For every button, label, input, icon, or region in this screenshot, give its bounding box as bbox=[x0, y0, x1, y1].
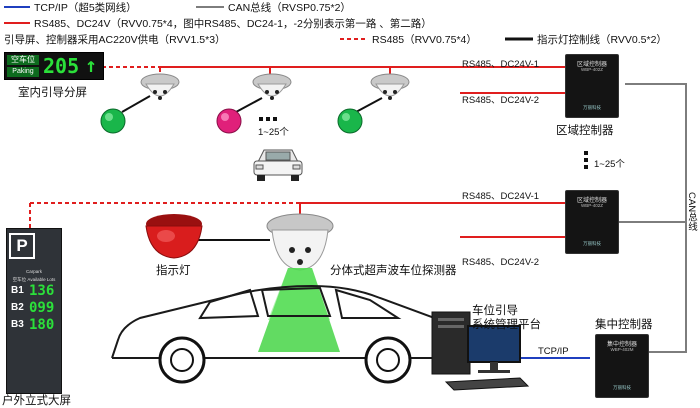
indoor-screen-caption: 室内引导分屏 bbox=[18, 87, 87, 99]
detector-2 bbox=[252, 73, 292, 100]
platform-label-1: 车位引导 bbox=[472, 305, 518, 317]
indoor-screen-label-top: 空车位 bbox=[7, 55, 39, 65]
rs-label-1: RS485、DC24V-1 bbox=[462, 59, 540, 70]
rs-label-2: RS485、DC24V-2 bbox=[462, 95, 540, 106]
zone-controller-1: 区域控制器 WBP-402Z 万丽科技 bbox=[565, 54, 619, 118]
rs-label-4: RS485、DC24V-2 bbox=[462, 257, 540, 268]
outdoor-screen: P Carpark 空车位 Available Lots B1 136 B2 0… bbox=[6, 228, 62, 394]
central-controller-model: WBP-402M bbox=[610, 347, 634, 352]
range-label-b: 1~25个 bbox=[594, 159, 625, 170]
outdoor-row-2-floor: B2 bbox=[11, 302, 24, 313]
indicator-caption: 指示灯 bbox=[156, 265, 191, 277]
outdoor-header: 空车位 Available Lots bbox=[12, 277, 56, 282]
zone-controller-2-model: WBP-402Z bbox=[580, 203, 603, 208]
detector-1 bbox=[140, 73, 180, 100]
outdoor-sub: Carpark bbox=[25, 269, 42, 274]
detector-3 bbox=[370, 73, 410, 100]
central-controller: 集中控制器 WBP-402M 万丽科技 bbox=[595, 334, 649, 398]
detector-caption: 分体式超声波车位探测器 bbox=[330, 265, 457, 277]
range-label-a: 1~25个 bbox=[258, 127, 289, 138]
small-car-icon bbox=[253, 149, 303, 181]
outdoor-row-3-value: 180 bbox=[29, 317, 55, 333]
zone-controller-2-brand: 万丽科技 bbox=[583, 241, 601, 246]
legend-rs485-dc24: RS485、DC24V（RVV0.75*4，图中RS485、DC24-1，-2分… bbox=[34, 18, 432, 30]
can-bus-label: CAN总线 bbox=[686, 192, 697, 232]
zone-controller-1-model: WBP-402Z bbox=[580, 67, 603, 72]
indoor-screen-count: 205 bbox=[43, 54, 80, 78]
central-controller-brand: 万丽科技 bbox=[613, 385, 631, 390]
outdoor-row-1-value: 136 bbox=[29, 283, 55, 299]
legend-indicator: 指示灯控制线（RVV0.5*2） bbox=[537, 34, 667, 46]
indoor-screen-label-bottom: Paking bbox=[7, 67, 39, 77]
outdoor-screen-caption: 户外立式大屏 bbox=[2, 395, 71, 407]
big-detector bbox=[266, 213, 334, 271]
zone-controller-2-title: 区域控制器 bbox=[576, 198, 607, 204]
zone-controller-caption: 区域控制器 bbox=[556, 125, 614, 137]
tcpip-label: TCP/IP bbox=[538, 346, 569, 357]
legend-power: 引导屏、控制器采用AC220V供电（RVV1.5*3） bbox=[4, 34, 226, 46]
zone-controller-1-title: 区域控制器 bbox=[576, 62, 607, 68]
central-controller-caption: 集中控制器 bbox=[595, 319, 653, 331]
legend-can: CAN总线（RVSP0.75*2） bbox=[228, 2, 351, 14]
indoor-screen: 空车位 Paking 205 ↑ bbox=[4, 52, 104, 80]
parking-p-icon: P bbox=[9, 233, 35, 259]
outdoor-row-3-floor: B3 bbox=[11, 319, 24, 330]
zone-controller-1-brand: 万丽科技 bbox=[583, 105, 601, 110]
platform-label-2: 系统管理平台 bbox=[472, 319, 541, 331]
legend-rs485-dashed: RS485（RVV0.75*4） bbox=[372, 34, 477, 46]
central-controller-title: 集中控制器 bbox=[606, 342, 637, 348]
rs-label-3: RS485、DC24V-1 bbox=[462, 191, 540, 202]
legend-tcpip: TCP/IP（超5类网线） bbox=[34, 2, 137, 14]
outdoor-row-1-floor: B1 bbox=[11, 285, 24, 296]
outdoor-row-2-value: 099 bbox=[29, 300, 55, 316]
up-arrow-icon: ↑ bbox=[85, 53, 98, 77]
zone-controller-2: 区域控制器 WBP-402Z 万丽科技 bbox=[565, 190, 619, 254]
